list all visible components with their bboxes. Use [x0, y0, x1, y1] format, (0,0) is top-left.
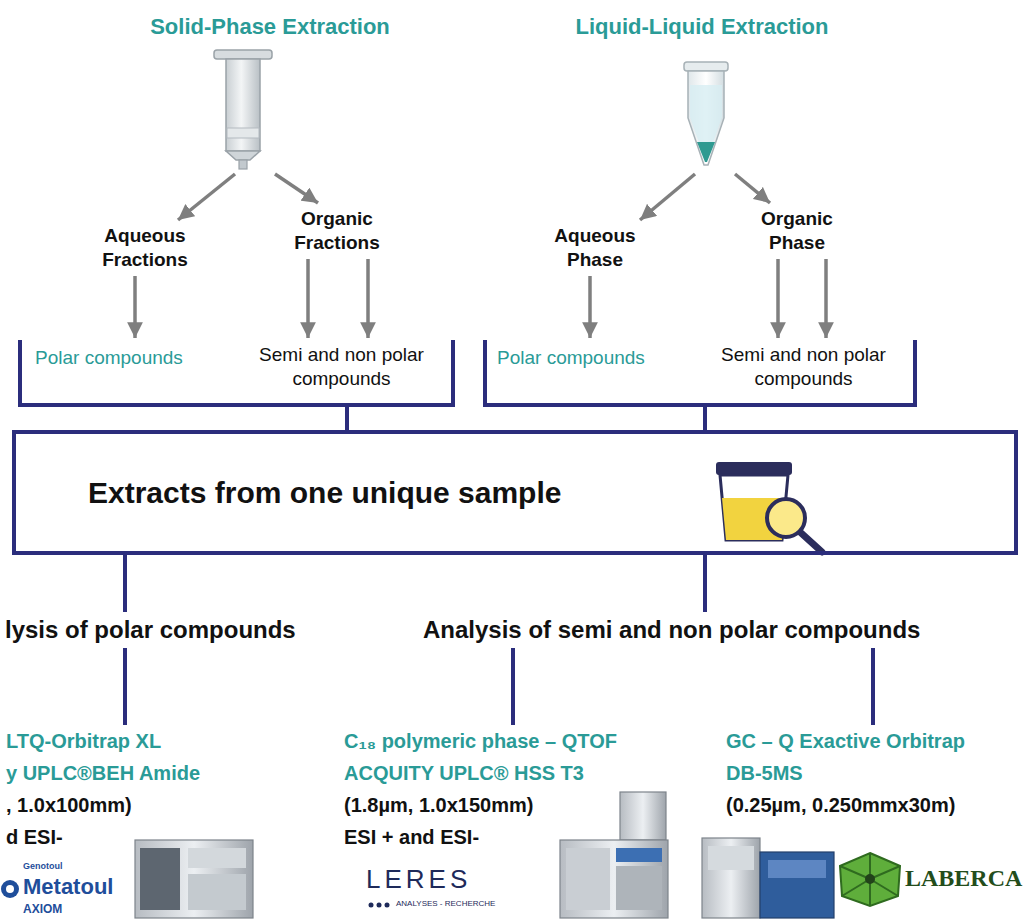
logo-text: ANALYSES - RECHERCHE [396, 900, 495, 908]
connector-line [705, 405, 915, 430]
fraction-label: Aqueous Fractions [85, 220, 205, 276]
node-text: y UPLC®BEH Amide [6, 757, 200, 789]
compound-class: Semi and non polar compounds [230, 338, 453, 405]
connector-line [123, 648, 127, 725]
node-text: ACQUITY UPLC® HSS T3 [344, 757, 617, 789]
connector-line [20, 405, 347, 430]
logo-text: LERES [366, 866, 471, 892]
flow-arrow [178, 174, 235, 220]
flow-arrow [588, 276, 592, 338]
microtube-icon [684, 62, 728, 165]
analysis-heading: Analysis of semi and non polar compounds [420, 612, 923, 648]
logo-text: Metatoul [23, 876, 113, 898]
phase-label: Aqueous Phase [540, 220, 650, 276]
connector-line [871, 648, 875, 725]
flow-arrow [824, 259, 828, 338]
extraction-method: Liquid-Liquid Extraction [552, 12, 852, 174]
extraction-method: Solid-Phase Extraction [120, 12, 420, 174]
logo-text: Genotoul [23, 862, 63, 871]
gc-instrument [702, 838, 834, 918]
connector-line [485, 405, 705, 430]
compound-class: Semi and non polar compounds [692, 338, 915, 405]
laberca-logo-mark [840, 853, 900, 906]
node-text: , 1.0x100mm) [6, 789, 200, 821]
connector-line [703, 555, 707, 612]
instrument-spec: GC – Q Exactive OrbitrapDB-5MS(0.25µm, 0… [722, 725, 969, 821]
bracket-ticks [20, 340, 915, 407]
qtof-instrument [560, 792, 668, 918]
node-text: Organic Fractions [277, 207, 397, 255]
logo-text: LABERCA [905, 866, 1022, 890]
node-text: (1.8µm, 1.0x150mm) [344, 789, 617, 821]
node-text: Organic Phase [742, 207, 852, 255]
flow-arrow [306, 259, 310, 338]
orbitrap-instrument [135, 840, 253, 918]
node-text: Aqueous Phase [540, 224, 650, 272]
node-text: Polar compounds [35, 346, 225, 370]
instrument-spec: C₁₈ polymeric phase – QTOFACQUITY UPLC® … [340, 725, 621, 853]
node-text: lysis of polar compounds [5, 615, 296, 645]
analysis-heading: lysis of polar compounds [2, 612, 299, 648]
node-text: Analysis of semi and non polar compounds [423, 615, 920, 645]
node-text: DB-5MS [726, 757, 965, 789]
node-text: Polar compounds [497, 346, 690, 370]
node-text: Semi and non polar compounds [698, 343, 909, 391]
node-text: (0.25µm, 0.250mmx30m) [726, 789, 965, 821]
fraction-label: Organic Fractions [277, 203, 397, 259]
leres-dots [369, 903, 390, 908]
logo-text: AXIOM [23, 903, 62, 915]
node-text: ESI + and ESI- [344, 821, 617, 853]
node-text: Liquid-Liquid Extraction [552, 14, 852, 40]
connector-line [123, 555, 127, 612]
flow-arrow [133, 276, 137, 338]
phase-label: Organic Phase [742, 203, 852, 259]
instrument-spec: LTQ-Orbitrap XLy UPLC®BEH Amide, 1.0x100… [2, 725, 204, 853]
flow-arrow [366, 259, 370, 338]
flow-arrow [275, 174, 318, 203]
flow-arrow [776, 259, 780, 338]
node-text: d ESI- [6, 821, 200, 853]
flow-arrow [640, 174, 695, 220]
connector-line [347, 405, 453, 430]
spe-cartridge-icon [214, 50, 272, 169]
node-text: Extracts from one unique sample [88, 434, 1014, 551]
node-text: Aqueous Fractions [85, 224, 205, 272]
node-text: Semi and non polar compounds [236, 343, 447, 391]
flow-arrow [735, 174, 770, 203]
compound-class: Polar compounds [485, 338, 690, 405]
node-text: LTQ-Orbitrap XL [6, 725, 200, 757]
compound-class: Polar compounds [20, 338, 225, 405]
node-text: C₁₈ polymeric phase – QTOF [344, 725, 617, 757]
sample-cup-icon [716, 462, 822, 552]
node-text: Solid-Phase Extraction [120, 14, 420, 40]
connector-line [511, 648, 515, 725]
sample-box: Extracts from one unique sample [12, 430, 1018, 555]
metatoul-logo-mark [1, 880, 19, 898]
node-text: GC – Q Exactive Orbitrap [726, 725, 965, 757]
